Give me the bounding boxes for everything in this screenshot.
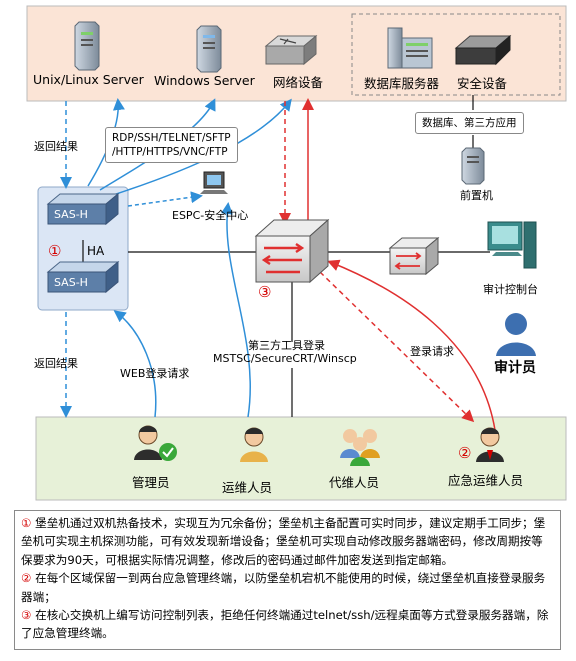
emergency-ops-label: 应急运维人员 — [448, 473, 524, 488]
marker-1: ① — [48, 242, 62, 260]
proxy-ops-label: 代维人员 — [329, 475, 380, 490]
red-arrows — [279, 98, 496, 431]
espc-pc-icon — [200, 171, 228, 194]
note-1: ① 堡垒机通过双机热备技术，实现互为冗余备份；堡垒机主备配置可实时同步，建议定期… — [21, 514, 554, 569]
marker-2: ② — [458, 444, 472, 462]
unix-server-icon — [74, 21, 100, 71]
auditor-label: 审计员 — [494, 360, 536, 376]
sas-h-top-label: SAS-H — [54, 208, 88, 221]
login-request-label: 登录请求 — [410, 345, 454, 358]
admin-person-icon — [134, 425, 177, 461]
protocols-line-1: RDP/SSH/TELNET/SFTP — [112, 132, 231, 144]
auditor-person-icon — [496, 313, 536, 356]
db-security-group — [351, 13, 561, 96]
note-3-marker: ③ — [21, 608, 32, 623]
proxy-ops-group-icon — [340, 429, 380, 466]
emergency-ops-person-icon — [476, 427, 504, 462]
web-login-request-label: WEB登录请求 — [120, 367, 190, 380]
notes-box: ① 堡垒机通过双机热备技术，实现互为冗余备份；堡垒机主备配置可实时同步，建议定期… — [14, 510, 561, 650]
access-switch-icon — [388, 236, 440, 276]
audit-console-label: 审计控制台 — [483, 283, 538, 296]
third-party-tools-line-1: 第三方工具登录 — [248, 339, 325, 352]
network-device-label: 网络设备 — [273, 75, 324, 90]
security-device-icon — [454, 34, 512, 66]
sas-h-top-icon — [46, 192, 120, 226]
network-device-icon — [264, 34, 318, 66]
front-host-label: 前置机 — [460, 189, 493, 202]
third-party-tools-line-2: MSTSC/SecureCRT/Winscp — [213, 352, 357, 365]
db-server-label: 数据库服务器 — [364, 76, 440, 91]
windows-server-icon — [196, 25, 222, 73]
audit-console-icon — [487, 221, 537, 269]
return-result-top-label: 返回结果 — [34, 140, 78, 153]
sas-h-bottom-icon — [46, 260, 120, 294]
front-host-icon — [461, 147, 485, 185]
note-3-text: 在核心交换机上编写访问控制列表，拒绝任何终端通过telnet/ssh/远程桌面等… — [21, 608, 549, 641]
apps-box: 数据库、第三方应用 — [415, 112, 524, 134]
note-2-text: 在每个区域保留一到两台应急管理终端，以防堡垒机宕机不能使用的时候，绕过堡垒机直接… — [21, 571, 546, 604]
core-switch-icon — [254, 218, 330, 284]
espc-label: ESPC-安全中心 — [172, 209, 249, 222]
windows-server-label: Windows Server — [154, 73, 255, 88]
unix-server-label: Unix/Linux Server — [33, 72, 144, 87]
admin-label: 管理员 — [132, 475, 170, 490]
ha-label: HA — [87, 244, 105, 258]
marker-3: ③ — [258, 283, 272, 301]
return-result-bottom-label: 返回结果 — [34, 357, 78, 370]
ops-label: 运维人员 — [222, 480, 273, 495]
note-2-marker: ② — [21, 571, 32, 586]
note-1-marker: ① — [21, 516, 32, 530]
protocols-box: RDP/SSH/TELNET/SFTP /HTTP/HTTPS/VNC/FTP — [105, 127, 238, 163]
note-1-text: 堡垒机通过双机热备技术，实现互为冗余备份；堡垒机主备配置可实时同步，建议定期手工… — [21, 516, 546, 567]
security-device-label: 安全设备 — [457, 76, 508, 91]
sas-h-bottom-label: SAS-H — [54, 276, 88, 289]
note-3: ③ 在核心交换机上编写访问控制列表，拒绝任何终端通过telnet/ssh/远程桌… — [21, 606, 554, 643]
note-2: ② 在每个区域保留一到两台应急管理终端，以防堡垒机宕机不能使用的时候，绕过堡垒机… — [21, 569, 554, 606]
protocols-line-2: /HTTP/HTTPS/VNC/FTP — [112, 146, 228, 158]
ops-person-icon — [240, 427, 268, 462]
db-server-icon — [387, 27, 433, 69]
